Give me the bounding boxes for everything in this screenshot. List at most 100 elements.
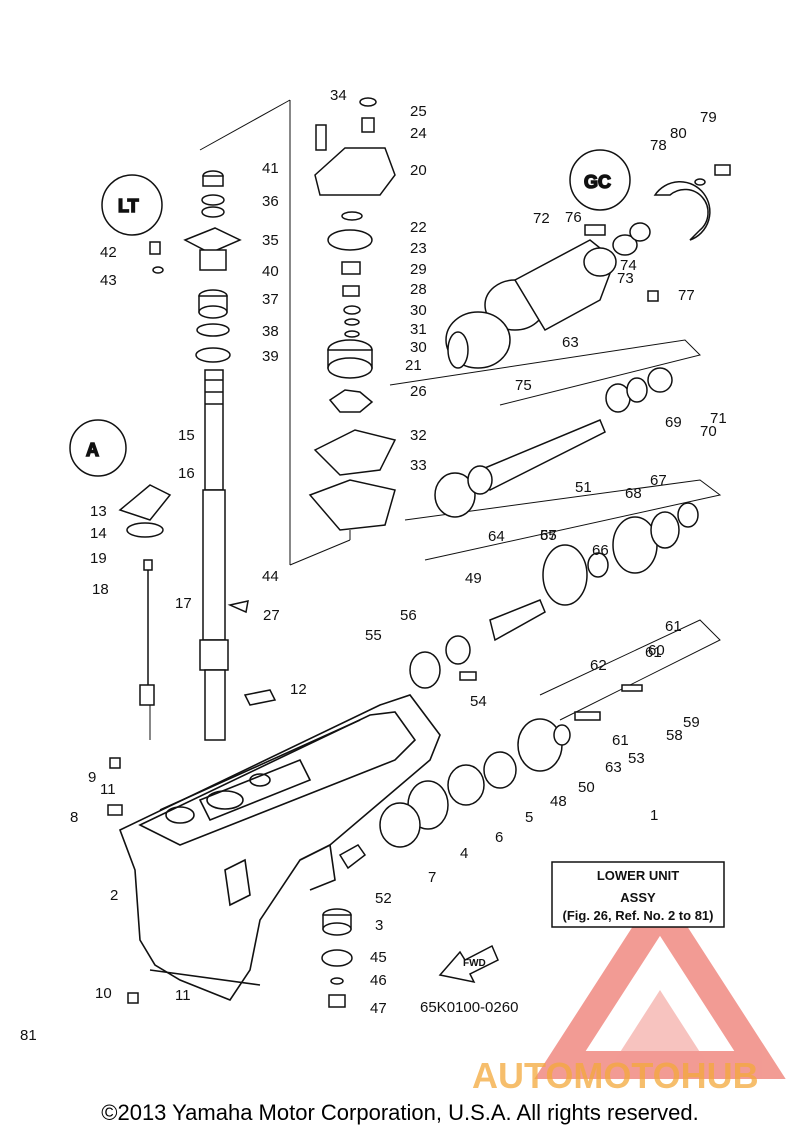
watermark-logo: [534, 884, 786, 1079]
callout-2: 2: [110, 887, 118, 904]
misc-small-parts: [149, 124, 731, 706]
callout-59: 59: [683, 714, 700, 731]
callout-64: 64: [488, 528, 505, 545]
callout-61: 61: [665, 618, 682, 635]
callout-25: 25: [410, 103, 427, 120]
callout-numbers: 1234567891011111213141516171819202122232…: [20, 87, 727, 1044]
callout-79: 79: [700, 109, 717, 126]
callout-30: 30: [410, 339, 427, 356]
callout-14: 14: [90, 525, 107, 542]
callout-17: 17: [175, 595, 192, 612]
callout-41: 41: [262, 160, 279, 177]
svg-text:AUTOMOTOHUB: AUTOMOTOHUB: [472, 1055, 759, 1096]
callout-57: 57: [540, 527, 557, 544]
callout-20: 20: [410, 162, 427, 179]
callout-55: 55: [365, 627, 382, 644]
callout-19: 19: [90, 550, 107, 567]
callout-63: 63: [605, 759, 622, 776]
callout-74: 74: [620, 257, 637, 274]
callout-40: 40: [262, 263, 279, 280]
exploded-view-svg: AUTOMOTOHUB: [20, 87, 786, 1096]
callout-35: 35: [262, 232, 279, 249]
callout-4: 4: [460, 845, 468, 862]
callout-56: 56: [400, 607, 417, 624]
fwd-arrow: FWD: [438, 944, 499, 984]
callout-34: 34: [330, 87, 347, 104]
callout-47: 47: [370, 1000, 387, 1017]
callout-61: 61: [645, 644, 662, 661]
callout-7: 7: [428, 869, 436, 886]
callout-65: 65: [540, 527, 557, 544]
ref-box-line2: ASSY: [620, 890, 656, 905]
callout-53: 53: [628, 750, 645, 767]
callout-62: 62: [590, 657, 607, 674]
fwd-label: FWD: [463, 958, 486, 969]
clutch-shift-parts: [379, 599, 643, 848]
svg-text:LT: LT: [118, 196, 139, 216]
ref-box-line1: LOWER UNIT: [597, 868, 679, 883]
callout-72: 72: [533, 210, 550, 227]
callout-73: 73: [617, 270, 634, 287]
callout-28: 28: [410, 281, 427, 298]
callout-36: 36: [262, 193, 279, 210]
pinion-parts: [321, 844, 367, 1008]
callout-54: 54: [470, 693, 487, 710]
callout-15: 15: [178, 427, 195, 444]
propeller-shaft-housing: [445, 181, 711, 413]
callout-24: 24: [410, 125, 427, 142]
callout-12: 12: [290, 681, 307, 698]
callout-52: 52: [375, 890, 392, 907]
callout-11: 11: [100, 781, 116, 798]
callout-1: 1: [650, 807, 658, 824]
callout-77: 77: [678, 287, 695, 304]
callout-45: 45: [370, 949, 387, 966]
callout-46: 46: [370, 972, 387, 989]
callout-13: 13: [90, 503, 107, 520]
lower-case-housing: [118, 694, 441, 1001]
callout-75: 75: [515, 377, 532, 394]
callout-29: 29: [410, 261, 427, 278]
callout-38: 38: [262, 323, 279, 340]
callout-80: 80: [670, 125, 687, 142]
callout-8: 8: [70, 809, 78, 826]
callout-5: 5: [525, 809, 533, 826]
callout-bubbles: LT A GC: [69, 149, 631, 477]
callout-11: 11: [175, 987, 191, 1004]
callout-71: 71: [710, 410, 727, 427]
svg-text:A: A: [86, 440, 99, 460]
callout-18: 18: [92, 581, 109, 598]
callout-68: 68: [625, 485, 642, 502]
callout-22: 22: [410, 219, 427, 236]
callout-3: 3: [375, 917, 383, 934]
callout-81: 81: [20, 1027, 37, 1044]
callout-63: 63: [562, 334, 579, 351]
callout-43: 43: [100, 272, 117, 289]
reference-box: LOWER UNIT ASSY (Fig. 26, Ref. No. 2 to …: [551, 861, 725, 928]
callout-6: 6: [495, 829, 503, 846]
callout-32: 32: [410, 427, 427, 444]
callout-76: 76: [565, 209, 582, 226]
shift-rod-parts: [107, 484, 249, 1004]
callout-67: 67: [650, 472, 667, 489]
bearing-stack: [183, 170, 242, 363]
callout-60: 60: [648, 642, 665, 659]
callout-26: 26: [410, 383, 427, 400]
callout-16: 16: [178, 465, 195, 482]
callout-9: 9: [88, 769, 96, 786]
ref-box-line3: (Fig. 26, Ref. No. 2 to 81): [563, 908, 714, 923]
watermark-text: AUTOMOTOHUB: [472, 1055, 759, 1096]
callout-49: 49: [465, 570, 482, 587]
callout-21: 21: [405, 357, 422, 374]
diagram-code: 65K0100-0260: [420, 999, 518, 1016]
callout-70: 70: [700, 423, 717, 440]
callout-30: 30: [410, 302, 427, 319]
callout-27: 27: [263, 607, 280, 624]
callout-61: 61: [612, 732, 629, 749]
callout-50: 50: [578, 779, 595, 796]
propeller-shaft: [434, 419, 606, 518]
guide-lines: [149, 99, 722, 740]
callout-58: 58: [666, 727, 683, 744]
callout-39: 39: [262, 348, 279, 365]
callout-51: 51: [575, 479, 592, 496]
callout-37: 37: [262, 291, 279, 308]
